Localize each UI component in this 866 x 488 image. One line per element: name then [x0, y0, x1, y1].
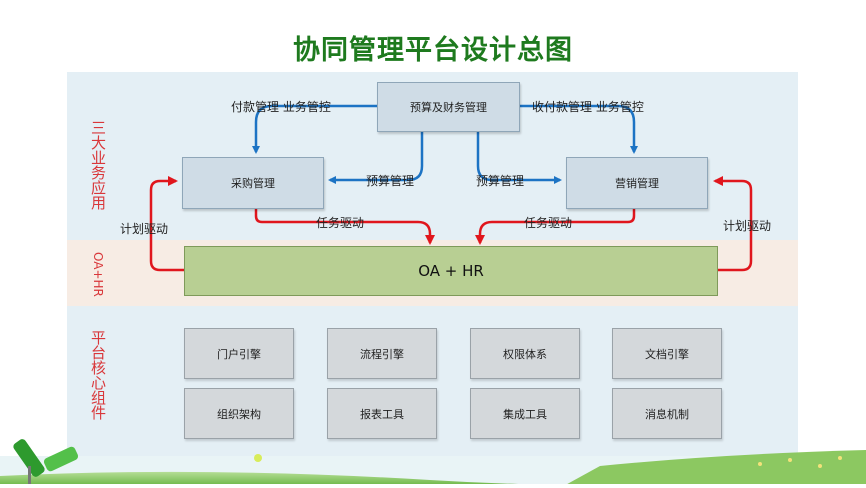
label-task-left: 任务驱动	[316, 216, 365, 230]
budget-finance-box: 预算及财务管理	[377, 82, 520, 132]
arrow-task-right	[475, 209, 636, 245]
label-payment: 付款管理 业务管控	[231, 100, 331, 114]
arrow-task-left	[254, 209, 435, 245]
component-box: 门户引擎	[184, 328, 294, 379]
component-box: 集成工具	[470, 388, 580, 439]
diagram-title: 协同管理平台设计总图	[293, 35, 573, 66]
component-box: 文档引擎	[612, 328, 722, 379]
label-collection: 收付款管理 业务管控	[532, 100, 644, 114]
procurement-box: 采购管理	[182, 157, 324, 209]
section-label-business: 三大业务应用	[89, 120, 107, 210]
arrow-budget-left	[328, 132, 424, 184]
arrow-payment	[252, 104, 377, 154]
arrow-collection	[520, 104, 638, 154]
label-task-right: 任务驱动	[524, 216, 573, 230]
label-budget-left: 预算管理	[366, 174, 415, 188]
arrow-budget-right	[476, 132, 562, 184]
component-box: 报表工具	[327, 388, 437, 439]
label-budget-right: 预算管理	[476, 174, 525, 188]
plug-icon	[13, 439, 79, 484]
grass-decoration	[0, 439, 866, 484]
arrow-plan-right	[713, 176, 753, 272]
oa-hr-box: OA + HR	[184, 246, 718, 296]
section-label-oa-hr: OA+HR	[91, 252, 105, 297]
label-plan-right: 计划驱动	[723, 219, 772, 233]
section-label-core: 平台核心组件	[89, 330, 107, 420]
component-box: 消息机制	[612, 388, 722, 439]
component-box: 组织架构	[184, 388, 294, 439]
marketing-box: 营销管理	[566, 157, 708, 209]
label-plan-left: 计划驱动	[120, 222, 169, 236]
component-box: 权限体系	[470, 328, 580, 379]
component-box: 流程引擎	[327, 328, 437, 379]
arrow-plan-left	[149, 176, 184, 272]
